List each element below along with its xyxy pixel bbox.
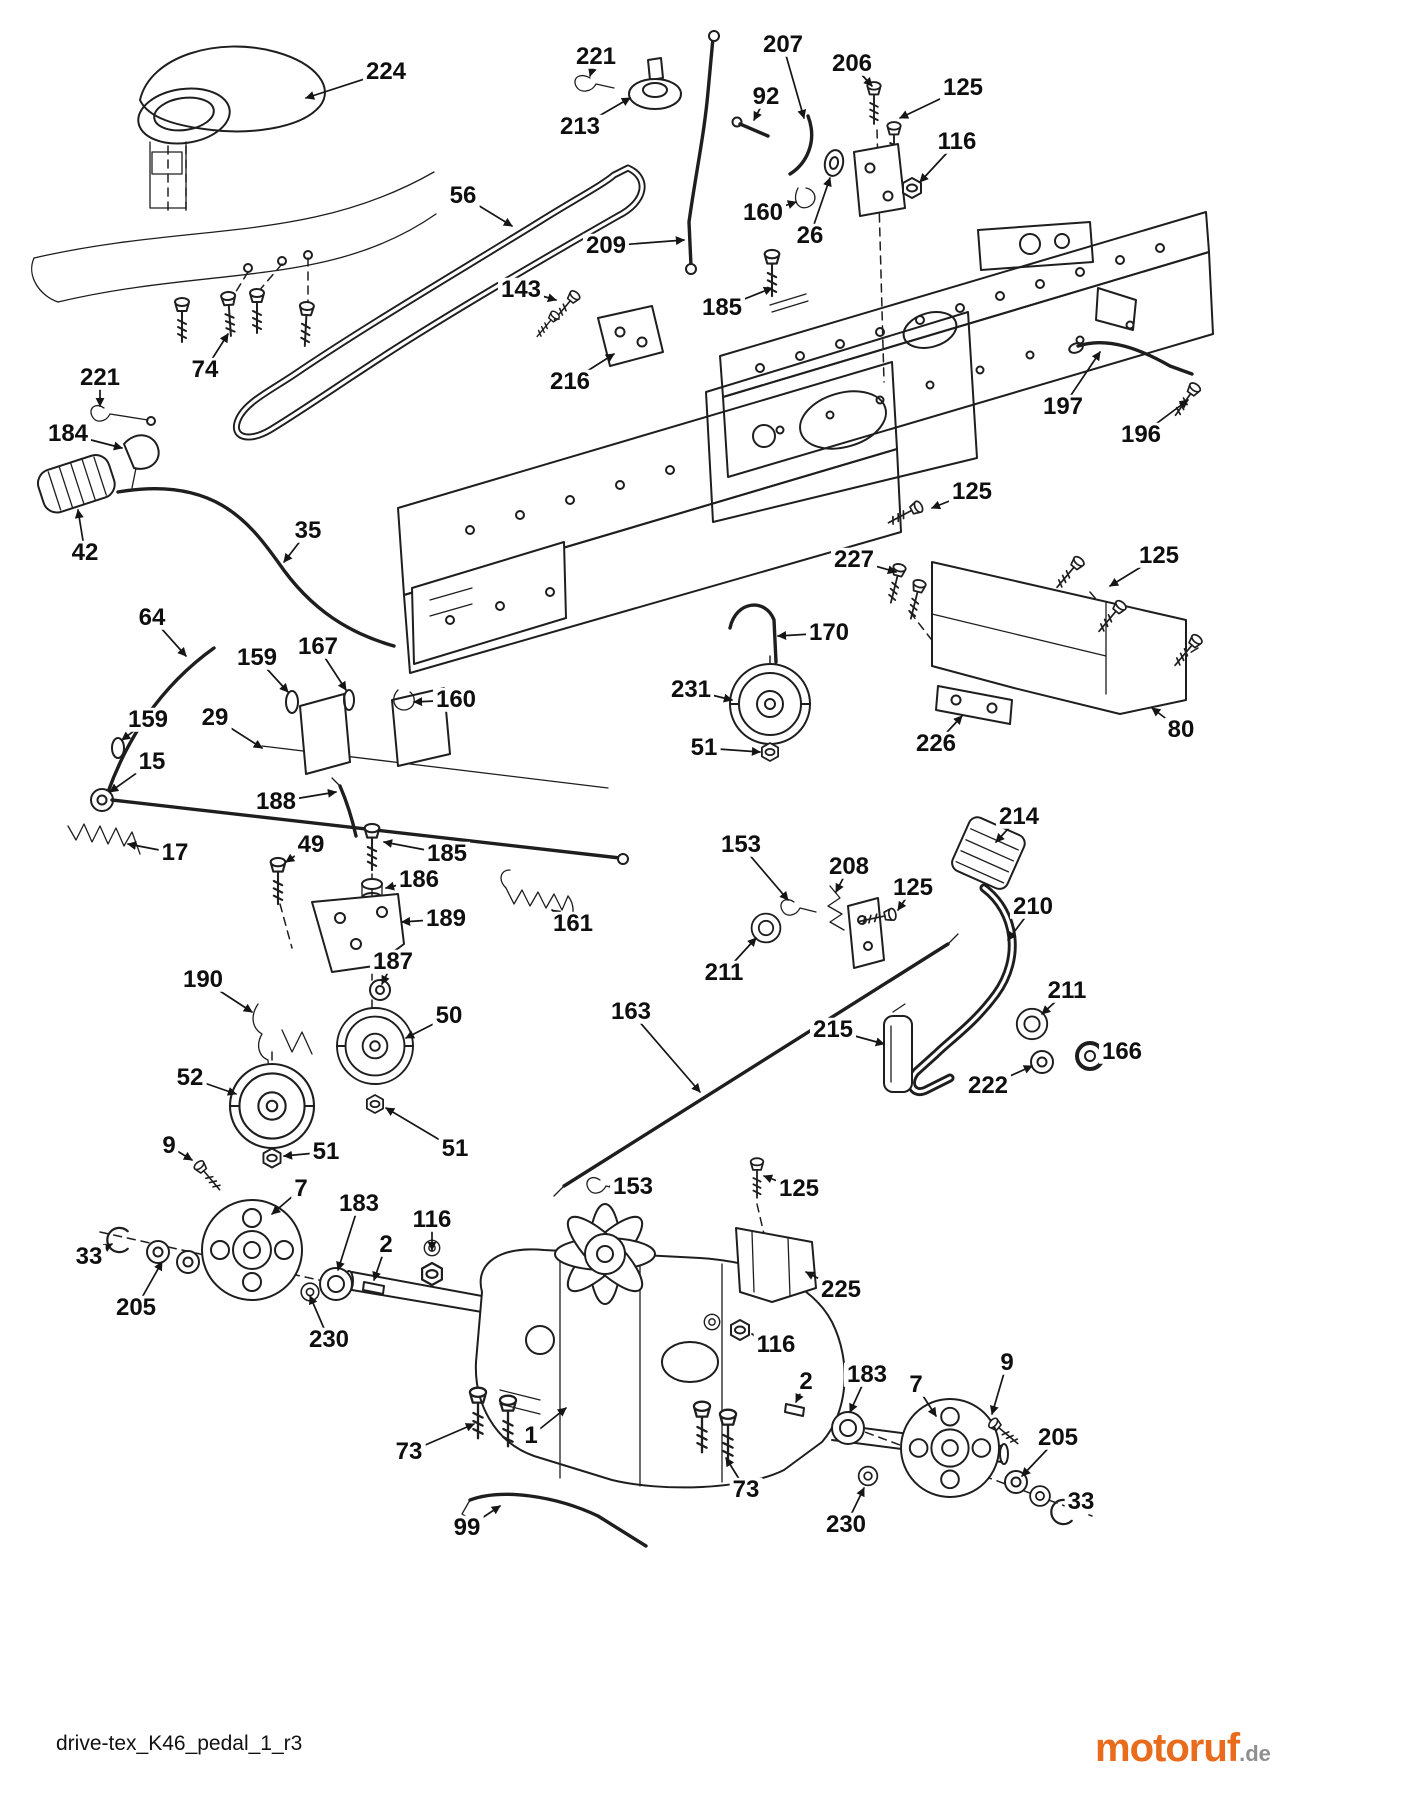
- diagram-code: drive-tex_K46_pedal_1_r3: [56, 1732, 303, 1755]
- watermark-tld: .de: [1239, 1741, 1271, 1766]
- chassis-frame: [397, 211, 1214, 674]
- axle-hubs-and-hardware: [106, 1158, 1073, 1526]
- pedal-assembly: [553, 816, 1105, 1197]
- motoruf-watermark: motoruf.de: [1095, 1726, 1271, 1771]
- transaxle-assembly: [344, 1157, 1009, 1548]
- shift-rod-and-linkage: [532, 30, 1203, 420]
- bypass-handle-and-lever: [36, 404, 396, 648]
- idler-pulleys: [228, 603, 811, 1169]
- steering-console: [31, 45, 437, 303]
- console-mount-screws: [174, 288, 316, 348]
- rear-guard-bracket: [883, 499, 1205, 725]
- watermark-brand: motoruf: [1095, 1726, 1240, 1770]
- drive-belt: [232, 164, 646, 441]
